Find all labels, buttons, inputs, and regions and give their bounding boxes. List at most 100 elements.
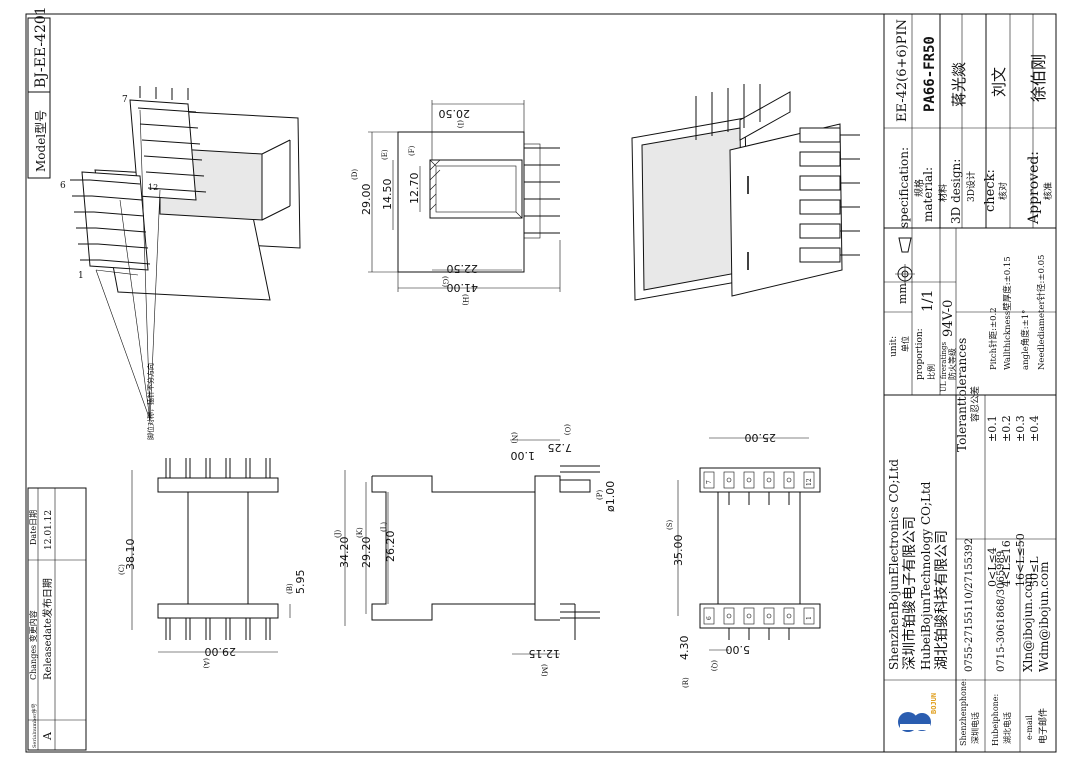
bojun-logo: BOJUN	[896, 693, 938, 742]
unit-value: mm	[896, 283, 909, 304]
dim-letter-O: (O)	[563, 424, 571, 435]
dim-M: 12.15	[529, 647, 561, 660]
ul-label: UL fireratings	[940, 342, 948, 392]
tol-right-0: Pitch针距:±0.2	[988, 307, 999, 370]
bottom-pin-7: 7	[706, 480, 713, 484]
sz-phone: 0755-27155110/27155392	[964, 538, 975, 672]
unit-cn: 单位	[900, 336, 910, 352]
tol-right-3: Needlediameter针径:±0.05	[1036, 255, 1047, 370]
dim-S: 35.00	[672, 535, 685, 567]
check-cn: 核对	[997, 182, 1009, 200]
hb-phone: 0715-3061868/3065989	[996, 551, 1007, 672]
email-1: Xln@ibojun.com	[1021, 572, 1035, 672]
tol-left-2: 16<L≤50	[1014, 533, 1027, 587]
tol-left-val-3: ±0.4	[1028, 415, 1041, 442]
isometric-view: 1 6 7 12 脚位对称，插针不分方向	[60, 86, 301, 440]
sz-phone-label: Shenzhenphone:	[959, 679, 968, 746]
sheet-border	[25, 13, 1057, 753]
model-label: Model型号	[34, 110, 48, 172]
sz-phone-cn: 深圳电话	[970, 712, 980, 744]
proportion-value: 1/1	[920, 289, 936, 312]
email-cn: 电子邮件	[1037, 708, 1049, 744]
dim-F: 12.70	[408, 173, 421, 205]
material-value: PA66-FR50	[922, 36, 938, 112]
dim-letter-Q: (Q)	[710, 660, 718, 671]
company-en1: ShenzhenBojunElectronics CO;Ltd	[887, 459, 901, 670]
iso-pin-12: 12	[148, 183, 158, 192]
dim-O: 7.25	[548, 441, 573, 454]
top-pins-right	[523, 143, 560, 239]
dim-letter-K: (K)	[356, 527, 364, 538]
design-label: 3D design:	[949, 159, 963, 224]
dim-letter-J: (J)	[334, 529, 342, 538]
bottom-view: 7 12 6 1 25.00 35.00 (S) 4.30 (R) 5.00 (…	[666, 431, 821, 688]
dim-L: 26.20	[384, 531, 397, 563]
spec-label: specification:	[897, 147, 911, 228]
bottom-pin-1: 1	[806, 616, 813, 620]
front-view: 38.10 (C) 29.00 (A) 5.95 (B)	[118, 458, 307, 669]
company-cn2: 湖北铂骏科技有限公司	[934, 530, 950, 670]
model-value: BJ-EE-4201	[33, 6, 49, 88]
tolerances-cn: 容忍公差	[969, 386, 981, 422]
dim-letter-M: (M)	[540, 664, 548, 677]
dim-P: ø1.00	[604, 481, 617, 512]
top-view: 29.00 (D) 14.50 (E) 12.70 (F) 20.50 (I) …	[351, 100, 561, 306]
material-cn: 材料	[937, 184, 949, 202]
dim-letter-H: (H)	[461, 294, 469, 306]
dim-C: 38.10	[124, 539, 137, 571]
dim-H: 41.00	[447, 281, 479, 294]
date-header: Date日期	[29, 510, 38, 545]
row-change: Releasedate发布日期	[41, 578, 54, 680]
front-pins-bottom	[165, 618, 271, 640]
design-value: 蒋光燚	[950, 62, 968, 107]
tol-right-2: angle角度:±1°	[1020, 310, 1031, 370]
dim-N: 1.00	[511, 449, 536, 462]
dim-D: 29.00	[360, 184, 373, 216]
dim-letter-E: (E)	[381, 149, 389, 160]
iso-pin-6: 6	[60, 181, 66, 191]
tol-left-1: 4<L≤16	[1000, 540, 1013, 587]
tolerances-label: Toleranttolerances	[955, 338, 969, 452]
changes-table: Serialnumber序号 Changes 变更内容 Date日期 A Rel…	[27, 487, 87, 751]
dim-letter-D: (D)	[351, 169, 359, 180]
iso2-pins	[799, 127, 860, 263]
iso-pin-1: 1	[78, 271, 84, 281]
isometric-view-2	[631, 84, 860, 301]
spec-cn: 规格	[913, 179, 925, 197]
dim-letter-G: (G)	[441, 276, 449, 287]
dim-E: 14.50	[381, 179, 394, 211]
dim-T: 25.00	[745, 431, 777, 444]
iso-pins-rear	[129, 86, 207, 201]
tol-left-val-2: ±0.3	[1014, 415, 1027, 442]
company-cn1: 深圳市铂骏电子有限公司	[901, 516, 918, 670]
hb-phone-cn: 湖北电话	[1002, 712, 1012, 744]
email-2: Wdm@ibojun.com	[1037, 561, 1051, 672]
tol-left-0: 0<L≤4	[986, 547, 999, 587]
tol-left-val-0: ±0.1	[986, 415, 999, 442]
iso-pins-front	[70, 171, 151, 271]
row-date: 12.01.12	[44, 510, 54, 550]
ul-value: 94V-0	[941, 300, 956, 337]
ul-cn: 防火等级	[947, 348, 957, 380]
bottom-pin-6: 6	[706, 616, 713, 620]
proportion-cn: 比例	[926, 364, 936, 380]
dim-A: 29.00	[205, 645, 237, 658]
model-box: Model型号 BJ-EE-4201	[27, 6, 51, 179]
row-serial: A	[41, 731, 54, 741]
bottom-pins-bottom	[703, 607, 815, 640]
dim-letter-I: (I)	[456, 120, 464, 128]
dim-letter-C: (C)	[118, 564, 126, 575]
material-label: material:	[921, 167, 935, 222]
unit-label: unit:	[889, 336, 899, 357]
dim-letter-S: (S)	[666, 519, 674, 530]
dim-I: 20.50	[439, 107, 471, 120]
dim-letter-F: (F)	[408, 145, 416, 156]
spec-value: EE-42(6+6)PIN	[895, 19, 910, 122]
design-cn: 3D设计	[965, 171, 977, 202]
dim-letter-L: (L)	[380, 522, 388, 532]
tol-right-1: Wallthickness壁厚度:±0.15	[1002, 256, 1013, 370]
dim-letter-N: (N)	[510, 432, 518, 444]
dim-letter-B: (B)	[286, 583, 294, 594]
approved-value: 徐伯刚	[1029, 54, 1048, 102]
